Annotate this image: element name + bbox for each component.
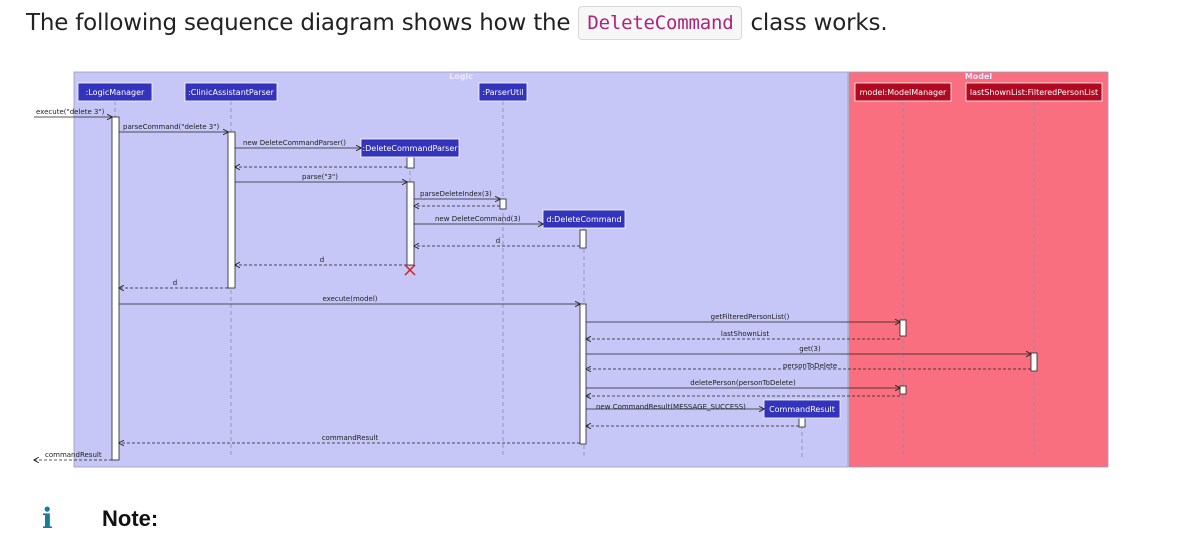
participant-label-fpl: lastShownList:FilteredPersonList bbox=[970, 88, 1098, 97]
box-label-model: Model bbox=[965, 72, 993, 81]
box-model bbox=[848, 71, 1109, 468]
participant-label-mm: model:ModelManager bbox=[860, 88, 947, 97]
message-label-2: parseCommand("delete 3") bbox=[123, 123, 219, 131]
message-label-17: deletePerson(personToDelete) bbox=[690, 379, 796, 387]
activation-bar-11 bbox=[798, 417, 806, 428]
destroy-marker bbox=[404, 264, 416, 276]
participant-label-dc: d:DeleteCommand bbox=[546, 215, 621, 224]
message-label-9: d bbox=[496, 237, 500, 245]
participant-box-lm bbox=[77, 82, 153, 102]
participant-box-cap bbox=[184, 82, 278, 102]
activation-bar-6 bbox=[579, 229, 587, 249]
note-callout: i Note: bbox=[42, 502, 158, 535]
message-label-8: new DeleteCommand(3) bbox=[435, 215, 521, 223]
activation-bar-8 bbox=[899, 319, 907, 337]
participant-box-pu bbox=[478, 82, 528, 102]
message-label-19: new CommandResult(MESSAGE_SUCCESS) bbox=[596, 403, 746, 411]
message-label-22: commandResult bbox=[45, 451, 102, 459]
activation-bar-4 bbox=[406, 181, 415, 266]
participant-label-lm: :LogicManager bbox=[86, 88, 145, 97]
activation-bar-2 bbox=[227, 131, 236, 289]
box-label-logic: Logic bbox=[449, 72, 473, 81]
code-snippet: DeleteCommand bbox=[578, 6, 743, 40]
message-label-10: d bbox=[320, 256, 324, 264]
intro-before: The following sequence diagram shows how… bbox=[26, 10, 571, 36]
message-label-16: personToDelete bbox=[783, 362, 837, 370]
activation-bar-7 bbox=[579, 303, 587, 445]
participant-box-dc bbox=[542, 209, 626, 229]
message-label-21: commandResult bbox=[322, 434, 379, 442]
participant-label-pu: :ParserUtil bbox=[482, 88, 523, 97]
activation-bar-5 bbox=[499, 198, 507, 210]
message-label-14: lastShownList bbox=[721, 330, 769, 338]
participant-label-dcp: :DeleteCommandParser bbox=[362, 144, 458, 153]
message-label-13: getFilteredPersonList() bbox=[711, 313, 790, 321]
message-label-3: new DeleteCommandParser() bbox=[243, 139, 346, 147]
activation-bar-10 bbox=[899, 385, 907, 395]
message-label-12: execute(model) bbox=[322, 295, 377, 303]
activation-bar-9 bbox=[1030, 352, 1038, 372]
message-label-15: get(3) bbox=[799, 345, 821, 353]
activation-bar-1 bbox=[111, 116, 120, 461]
message-label-5: parse("3") bbox=[302, 173, 338, 181]
participant-box-mm bbox=[854, 82, 952, 102]
note-label: Note: bbox=[102, 505, 159, 531]
activation-bar-3 bbox=[406, 156, 415, 169]
participant-box-fpl bbox=[965, 82, 1103, 102]
intro-text: The following sequence diagram shows how… bbox=[26, 4, 888, 42]
message-label-6: parseDeleteIndex(3) bbox=[420, 190, 492, 198]
message-label-11: d bbox=[173, 279, 177, 287]
participant-label-cr: CommandResult bbox=[769, 405, 835, 414]
intro-after: class works. bbox=[750, 10, 888, 36]
participant-label-cap: :ClinicAssistantParser bbox=[188, 88, 275, 97]
box-logic bbox=[73, 71, 849, 468]
message-label-1: execute("delete 3") bbox=[36, 108, 105, 116]
info-icon: i bbox=[42, 502, 53, 535]
sequence-diagram: Logic Model :LogicManager :ClinicAssistant… bbox=[0, 71, 1109, 468]
